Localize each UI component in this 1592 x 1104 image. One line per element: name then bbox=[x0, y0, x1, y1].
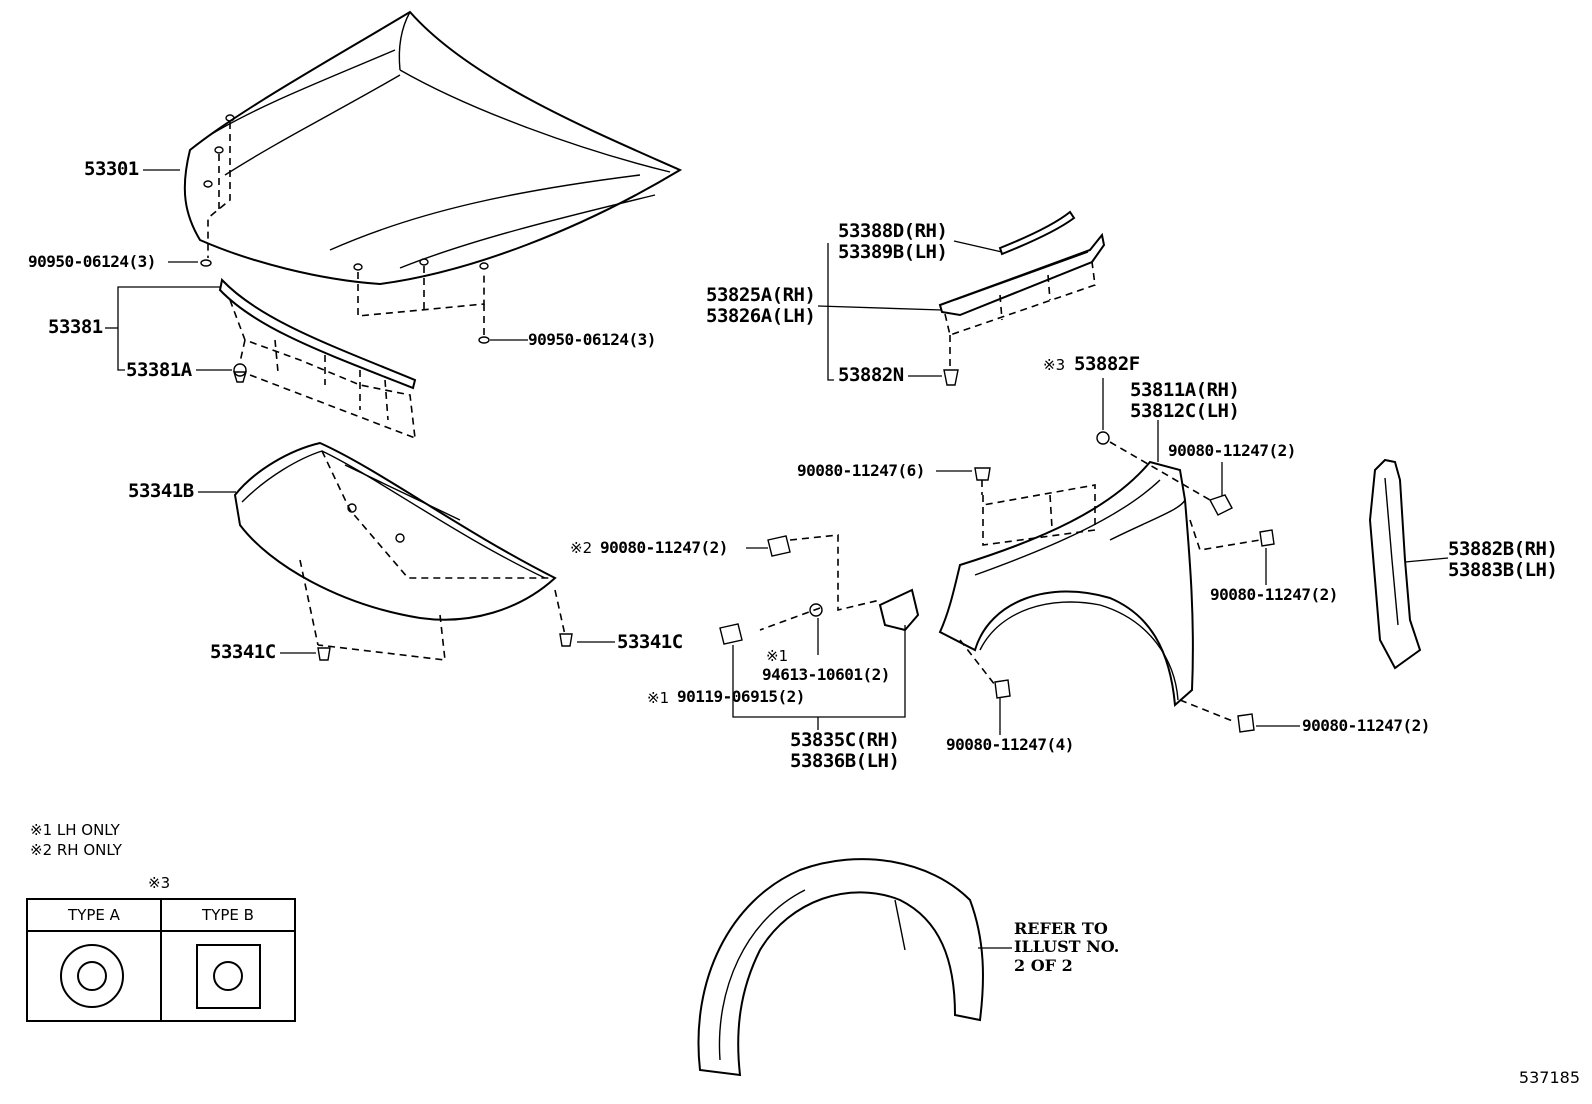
label-screw: 90119-06915(2) bbox=[677, 687, 805, 706]
insulator-drawing bbox=[233, 441, 573, 661]
legend-type-b: TYPE B bbox=[160, 900, 294, 1020]
label-bolt-front: 90080-11247(4) bbox=[946, 735, 1074, 754]
seal-drawing bbox=[218, 277, 417, 439]
bracket-drawing bbox=[719, 534, 920, 645]
type-b-square-clip-icon bbox=[162, 932, 294, 1020]
refer-line-3: 2 OF 2 bbox=[1014, 955, 1073, 975]
label-washer: 94613-10601(2) bbox=[762, 665, 890, 684]
fastener-type-legend: TYPE A TYPE B bbox=[26, 898, 296, 1022]
refer-line-1: REFER TO bbox=[1014, 919, 1108, 938]
label-weatherstrip-lh: 53389B(LH) bbox=[838, 241, 948, 263]
side-seal-drawing bbox=[1368, 458, 1422, 670]
legend-type-b-header: TYPE B bbox=[162, 900, 294, 932]
label-side-seal-rh: 53882B(RH) bbox=[1448, 538, 1558, 560]
label-insulator: 53341B bbox=[128, 480, 194, 502]
liner-drawing bbox=[697, 858, 984, 1077]
label-bracket-rh: 53835C(RH) bbox=[790, 729, 900, 751]
label-washer-marker: ※1 bbox=[766, 647, 789, 665]
label-fender-clip: 53882F bbox=[1074, 353, 1140, 375]
leader-lines bbox=[105, 169, 1449, 949]
refer-line-2: ILLUST NO. bbox=[1014, 937, 1120, 957]
label-screw-marker: ※1 bbox=[647, 689, 670, 707]
label-hood-bolt-left: 90950-06124(3) bbox=[28, 252, 156, 271]
label-cowl-seal-lh: 53826A(LH) bbox=[706, 305, 816, 327]
label-bolt-mid: 90080-11247(2) bbox=[1210, 585, 1338, 604]
label-insulator-clip-right: 53341C bbox=[617, 631, 683, 653]
label-fender-clip-marker: ※3 bbox=[1043, 356, 1066, 374]
label-cowl-clip: 53882N bbox=[838, 364, 904, 386]
label-cowl-seal-rh: 53825A(RH) bbox=[706, 284, 816, 306]
label-fender-lh: 53812C(LH) bbox=[1130, 400, 1240, 422]
label-bolt-rh-only: 90080-11247(2) bbox=[600, 538, 728, 557]
type-a-round-clip-icon bbox=[28, 932, 160, 1020]
label-side-seal-lh: 53883B(LH) bbox=[1448, 559, 1558, 581]
label-bolt-rh-only-marker: ※2 bbox=[570, 539, 593, 557]
label-bolt-rear-top: 90080-11247(2) bbox=[1168, 441, 1296, 460]
legend-marker: ※3 bbox=[148, 874, 171, 892]
label-weatherstrip-rh: 53388D(RH) bbox=[838, 220, 948, 242]
label-seal: 53381 bbox=[48, 316, 103, 338]
fender-drawing bbox=[938, 431, 1275, 733]
label-fender-rh: 53811A(RH) bbox=[1130, 379, 1240, 401]
label-bolt-6: 90080-11247(6) bbox=[797, 461, 925, 480]
hood-drawing bbox=[183, 10, 683, 344]
note-lh-only: ※1 LH ONLY bbox=[30, 821, 120, 839]
label-bolt-bottom: 90080-11247(2) bbox=[1302, 716, 1430, 735]
label-bracket-lh: 53836B(LH) bbox=[790, 750, 900, 772]
legend-drawings bbox=[60, 944, 261, 1009]
label-hood-bolt-right: 90950-06124(3) bbox=[528, 330, 656, 349]
refer-note: REFER TO ILLUST NO. 2 OF 2 bbox=[1014, 919, 1120, 975]
legend-type-a: TYPE A bbox=[28, 900, 160, 1020]
note-rh-only: ※2 RH ONLY bbox=[30, 841, 122, 859]
legend-type-a-header: TYPE A bbox=[28, 900, 160, 932]
label-seal-clip: 53381A bbox=[126, 359, 192, 381]
cowl-drawing bbox=[938, 210, 1106, 386]
label-hood: 53301 bbox=[84, 158, 139, 180]
illustration-id: 537185 bbox=[1518, 1068, 1580, 1087]
label-insulator-clip-left: 53341C bbox=[210, 641, 276, 663]
